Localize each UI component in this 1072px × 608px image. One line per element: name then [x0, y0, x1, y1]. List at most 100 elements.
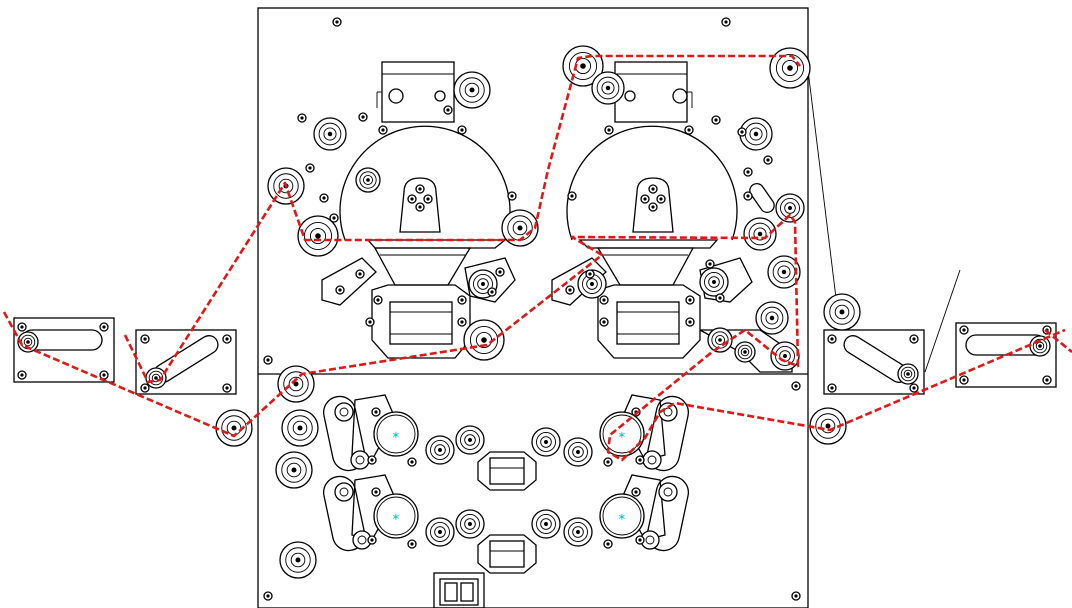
roller-icon [734, 341, 756, 363]
tension-arm-icon [640, 530, 660, 550]
screw-icon [705, 259, 715, 269]
screw-icon [711, 115, 721, 125]
screw-icon [827, 383, 837, 393]
main-cabinet [257, 7, 809, 608]
center-gate-blocks [477, 451, 537, 574]
roller-icon [425, 517, 455, 547]
roller-icon [563, 517, 593, 547]
tension-arm-icon [334, 402, 354, 422]
screw-group [17, 17, 1052, 601]
sprocket-icon [599, 493, 645, 539]
screw-icon [909, 383, 919, 393]
screw-icon [648, 184, 658, 194]
screw-icon [791, 381, 801, 391]
screw-icon [791, 591, 801, 601]
roller-group [17, 45, 1051, 579]
screw-icon [222, 383, 232, 393]
screw-icon [415, 184, 425, 194]
roller-icon [297, 215, 339, 257]
screw-icon [635, 535, 645, 545]
screw-icon [457, 295, 467, 305]
screw-icon [685, 317, 695, 327]
screw-icon [415, 202, 425, 212]
screw-icon [959, 325, 969, 335]
screw-icon [909, 334, 919, 344]
roller-icon [275, 451, 313, 489]
screw-icon [487, 287, 497, 297]
screw-icon [355, 269, 365, 279]
screw-icon [140, 334, 150, 344]
screw-icon [263, 591, 273, 601]
screw-icon [635, 455, 645, 465]
film-path-left [2, 213, 1066, 462]
screw-icon [631, 487, 641, 497]
sprocket-marker: ∗ [618, 512, 626, 523]
roller-icon [425, 435, 455, 465]
screw-icon [959, 375, 969, 385]
roller-icon [355, 167, 381, 193]
screw-icon [329, 213, 339, 223]
tension-arm-icon [658, 482, 678, 502]
screw-icon [407, 457, 417, 467]
screw-icon [495, 267, 505, 277]
screw-icon [373, 295, 383, 305]
roller-icon [453, 71, 491, 109]
screw-icon [763, 155, 773, 165]
sprocket-marker-group: ∗∗∗∗ [392, 430, 626, 523]
tension-arm-icon [642, 450, 662, 470]
screw-icon [305, 163, 315, 173]
roller-icon [823, 293, 861, 331]
film-path-tail [1044, 328, 1072, 354]
screw-icon [457, 125, 467, 135]
right-projector-head [551, 61, 793, 373]
roller-icon [743, 217, 777, 251]
screw-icon [565, 285, 575, 295]
tension-arm-icon [350, 450, 370, 470]
roller-icon [897, 363, 919, 385]
sprocket-marker: ∗ [392, 512, 400, 523]
sprocket-icon [599, 411, 645, 457]
screw-icon [371, 487, 381, 497]
screw-icon [332, 17, 342, 27]
screw-icon [604, 125, 614, 135]
roller-icon [455, 509, 485, 539]
roller-icon [531, 427, 561, 457]
screw-icon [367, 535, 377, 545]
film-path-upper [123, 54, 802, 384]
roller-icon [769, 47, 811, 89]
sprocket-marker: ∗ [392, 430, 400, 441]
tension-arm-icon [334, 482, 354, 502]
screw-icon [1042, 375, 1052, 385]
screw-icon [737, 127, 747, 137]
screw-icon [457, 317, 467, 327]
screw-icon [656, 194, 666, 204]
screw-icon [17, 322, 27, 332]
screw-icon [443, 105, 453, 115]
screw-icon [585, 269, 595, 279]
roller-icon [707, 327, 733, 353]
screw-icon [319, 193, 329, 203]
screw-icon [743, 191, 753, 201]
roller-icon [279, 541, 317, 579]
screw-icon [827, 334, 837, 344]
roller-icon [563, 437, 593, 467]
cabinet-switch-icon [433, 572, 485, 608]
screw-icon [603, 457, 613, 467]
roller-icon [501, 209, 539, 247]
screw-icon [99, 322, 109, 332]
screw-icon [222, 334, 232, 344]
screw-icon [685, 295, 695, 305]
roller-icon [277, 365, 315, 403]
sprocket-icon [373, 411, 419, 457]
screw-icon [297, 113, 307, 123]
screw-icon [743, 167, 753, 177]
roller-icon [755, 301, 789, 335]
screw-icon [684, 125, 694, 135]
screw-icon [407, 539, 417, 549]
screw-icon [378, 125, 388, 135]
screw-icon [507, 191, 517, 201]
screw-icon [640, 194, 650, 204]
screw-icon [407, 194, 417, 204]
